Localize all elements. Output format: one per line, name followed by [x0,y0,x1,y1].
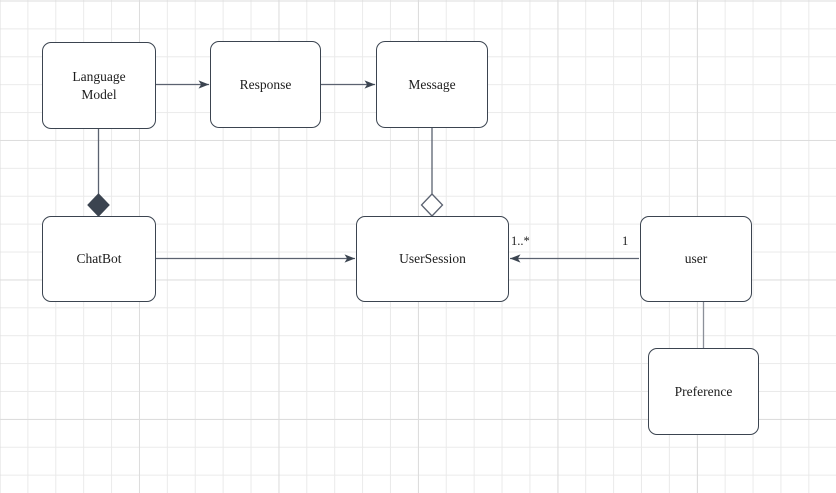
node-preference[interactable]: Preference [648,348,759,435]
node-chatbot[interactable]: ChatBot [42,216,156,302]
node-label-response: Response [239,76,292,92]
node-user[interactable]: user [640,216,752,302]
node-language-model[interactable]: Language Model [42,42,156,129]
node-usersession[interactable]: UserSession [356,216,509,302]
multiplicity-label-usersession: 1..* [511,234,530,248]
node-label-usersession: UserSession [399,251,466,267]
node-message[interactable]: Message [376,41,488,128]
edge-message-to-usersession [420,128,444,217]
node-label-user: user [684,251,708,267]
node-label-message: Message [408,76,456,92]
node-label-language-model: Language Model [72,69,126,102]
edge-language-model-to-chatbot [87,129,110,217]
hollow-diamond-marker [420,193,444,217]
node-label-preference: Preference [674,383,733,399]
node-label-chatbot: ChatBot [76,251,122,267]
multiplicity-label-user: 1 [622,234,629,248]
node-response[interactable]: Response [210,41,321,128]
filled-diamond-marker [87,193,110,217]
